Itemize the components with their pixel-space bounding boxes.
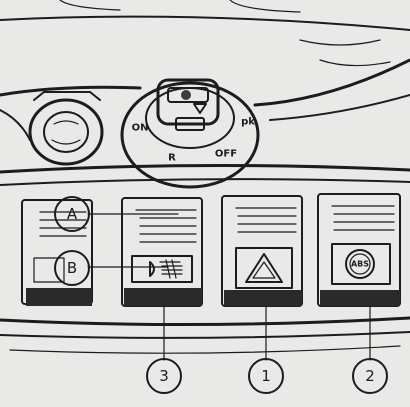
ignition-lock: ON pk R OFF <box>120 78 260 189</box>
hazard-triangle-icon <box>245 253 283 283</box>
abs-label: ABS <box>351 260 369 269</box>
socket-cap <box>28 91 104 166</box>
callout-a: A <box>54 196 90 232</box>
callout-3: 3 <box>146 358 182 394</box>
callout-2: 2 <box>352 358 388 394</box>
ignition-key-icon <box>156 78 220 126</box>
ignition-off-label: OFF <box>215 149 237 160</box>
callout-1-label: 1 <box>261 367 271 385</box>
callout-b: B <box>54 250 90 286</box>
upper-panel-lines <box>0 0 410 141</box>
leader-lines <box>87 213 371 361</box>
switch-3-rear-fog[interactable] <box>121 197 203 307</box>
callout-1: 1 <box>248 358 284 394</box>
callout-b-label: B <box>67 259 77 277</box>
switch-panel <box>0 163 410 354</box>
callout-3-label: 3 <box>159 367 169 385</box>
switch-left[interactable] <box>21 199 93 306</box>
switch-2-abs[interactable]: ABS <box>317 193 401 307</box>
ignition-pk-label: pk <box>241 117 255 128</box>
switch-1-hazard[interactable] <box>221 195 303 307</box>
abs-icon <box>345 249 375 279</box>
ignition-on-label: ON <box>132 123 149 134</box>
callout-2-label: 2 <box>365 367 375 385</box>
rear-fog-icon <box>149 259 183 279</box>
ignition-r-label: R <box>168 153 176 164</box>
callout-a-label: A <box>67 205 78 223</box>
